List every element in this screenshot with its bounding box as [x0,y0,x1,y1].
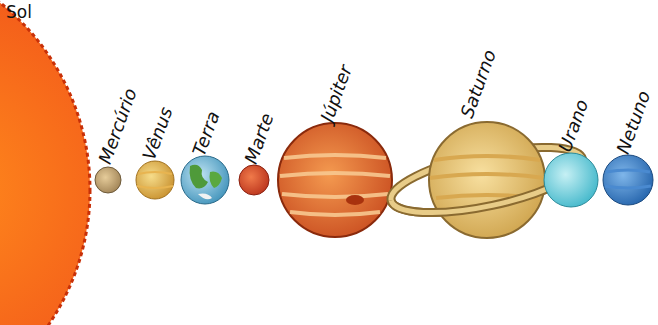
planet-label: Urano [556,97,591,154]
planet-label: Mercúrio [96,86,140,166]
planet-label: Marte [242,111,277,166]
sun-label: Sol [6,4,32,21]
planet-label: Vênus [140,105,176,162]
planet-label: Netuno [614,89,653,157]
planet-label: Terra [190,109,223,158]
planet-label: Júpiter [318,63,355,124]
planet-label: Saturno [458,48,499,121]
